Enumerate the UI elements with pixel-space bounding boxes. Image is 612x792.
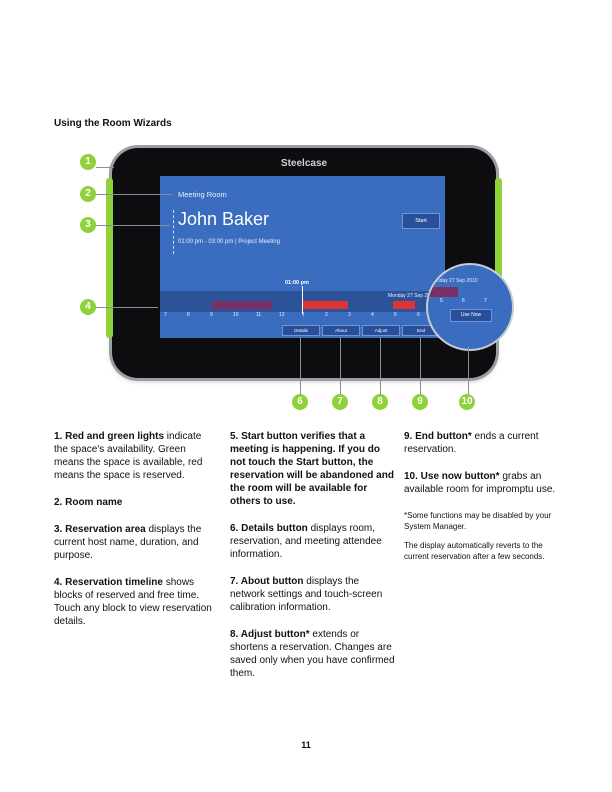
description-column-2: 5. Start button verifies that a meeting … xyxy=(230,430,395,694)
start-button[interactable]: Start xyxy=(402,213,440,229)
callout-line xyxy=(96,307,158,308)
adjust-button[interactable]: Adjust xyxy=(362,325,400,336)
callout-line xyxy=(380,337,381,395)
reservation-bracket xyxy=(173,210,177,254)
callout-7: 7 xyxy=(332,394,348,410)
right-status-light xyxy=(495,178,502,338)
hour-label: 3 xyxy=(348,312,351,318)
callout-line xyxy=(96,194,172,195)
timeline-hours: 7 8 9 10 11 12 1 2 3 4 5 6 7 xyxy=(160,312,445,320)
hour-label: 11 xyxy=(256,312,262,318)
room-name: Meeting Room xyxy=(178,190,227,199)
description-item: 10. Use now button* grabs an available r… xyxy=(404,471,556,495)
left-status-light xyxy=(106,178,113,338)
hour-label: 6 xyxy=(417,312,420,318)
description-column-3: 9. End button* ends a current reservatio… xyxy=(404,430,569,570)
current-reservation-block[interactable] xyxy=(303,301,348,309)
magnified-time: 0 pm xyxy=(430,267,447,274)
hour-label: 2 xyxy=(325,312,328,318)
magnified-hour: 5 xyxy=(440,298,443,304)
magnified-block xyxy=(428,287,458,297)
hour-label: 7 xyxy=(164,312,167,318)
magnified-date: Monday 27 Sep 2010 xyxy=(430,278,478,284)
current-time-marker xyxy=(302,286,303,314)
reserved-block[interactable] xyxy=(212,301,272,309)
description-item: 4. Reservation timeline shows blocks of … xyxy=(54,577,212,627)
description-item: 5. Start button verifies that a meeting … xyxy=(230,431,394,507)
description-item: 1. Red and green lights indicate the spa… xyxy=(54,431,203,481)
callout-1: 1 xyxy=(80,154,96,170)
details-button[interactable]: Details xyxy=(282,325,320,336)
hour-label: 10 xyxy=(233,312,239,318)
use-now-magnifier: 0 pm Monday 27 Sep 2010 5 6 7 Use Now xyxy=(426,263,514,351)
section-title: Using the Room Wizards xyxy=(54,118,172,129)
description-item: 7. About button displays the network set… xyxy=(230,576,383,613)
callout-3: 3 xyxy=(80,217,96,233)
page-number: 11 xyxy=(301,740,311,750)
hour-label: 5 xyxy=(394,312,397,318)
callout-2: 2 xyxy=(80,186,96,202)
reserved-block[interactable] xyxy=(393,301,415,309)
reservation-details: 01:00 pm - 03:00 pm | Project Meeting xyxy=(178,239,280,245)
hour-label: 12 xyxy=(279,312,285,318)
callout-line xyxy=(340,337,341,395)
hour-label: 8 xyxy=(187,312,190,318)
hour-label: 4 xyxy=(371,312,374,318)
room-wizard-device: Steelcase Meeting Room John Baker 01:00 … xyxy=(106,148,502,378)
callout-line xyxy=(420,337,421,395)
callout-10: 10 xyxy=(459,394,475,410)
description-item: 9. End button* ends a current reservatio… xyxy=(404,431,539,455)
callout-line xyxy=(96,225,170,226)
timeline-date: Monday 27 Sep 20 xyxy=(388,293,430,299)
magnified-hour: 7 xyxy=(484,298,487,304)
callout-6: 6 xyxy=(292,394,308,410)
footnote: *Some functions may be disabled by your … xyxy=(404,511,552,531)
hour-label: 9 xyxy=(210,312,213,318)
hour-label: 1 xyxy=(302,312,305,318)
description-item: 6. Details button displays room, reserva… xyxy=(230,523,382,560)
current-time-label: 01:00 pm xyxy=(285,280,309,286)
callout-line xyxy=(300,337,301,395)
device-screen: Meeting Room John Baker 01:00 pm - 03:00… xyxy=(160,176,445,338)
footnote: The display automatically reverts to the… xyxy=(404,541,545,561)
description-item: 2. Room name xyxy=(54,497,123,508)
host-name: John Baker xyxy=(178,209,270,229)
callout-8: 8 xyxy=(372,394,388,410)
callout-line xyxy=(96,167,114,168)
about-button[interactable]: About xyxy=(322,325,360,336)
use-now-button[interactable]: Use Now xyxy=(450,309,492,322)
callout-9: 9 xyxy=(412,394,428,410)
description-item: 3. Reservation area displays the current… xyxy=(54,524,202,561)
description-column-1: 1. Red and green lights indicate the spa… xyxy=(54,430,214,642)
magnified-hour: 6 xyxy=(462,298,465,304)
brand-logo: Steelcase xyxy=(280,158,328,169)
callout-line xyxy=(468,346,469,396)
description-item: 8. Adjust button* extends or shortens a … xyxy=(230,629,395,679)
callout-4: 4 xyxy=(80,299,96,315)
